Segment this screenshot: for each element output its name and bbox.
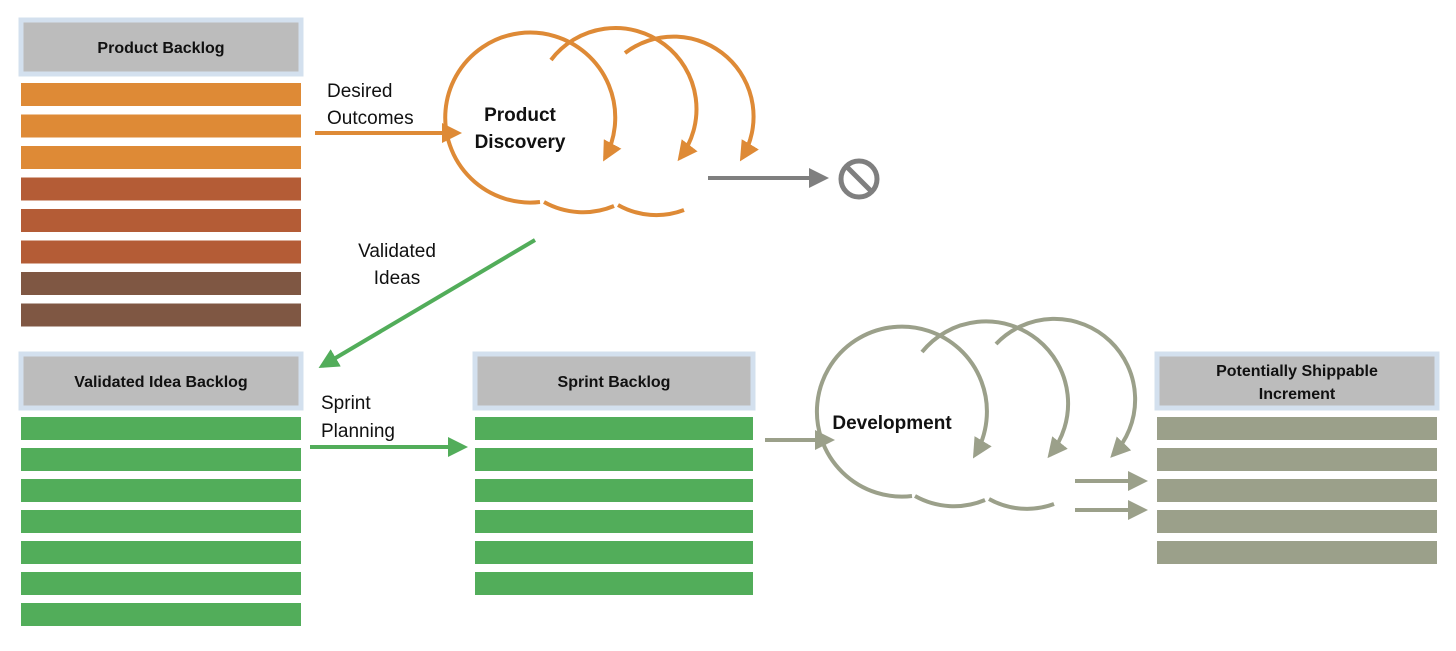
development-loop-circle-3 — [988, 316, 1138, 511]
development-loop — [814, 316, 1138, 511]
validated-backlog-item-7 — [21, 603, 301, 626]
product-discovery-title-line2: Discovery — [475, 132, 566, 153]
sprint-backlog-item-1 — [475, 417, 753, 440]
shippable-increment: Potentially Shippable Increment — [1154, 351, 1440, 564]
validated-backlog-item-3 — [21, 479, 301, 502]
sprint-backlog-title: Sprint Backlog — [558, 374, 671, 391]
validated-idea-backlog-header — [18, 351, 304, 411]
product-backlog-item-8 — [21, 303, 301, 327]
discovery-loop-circle-1 — [443, 30, 622, 205]
development-title: Development — [832, 413, 952, 434]
no-entry-icon — [838, 158, 880, 200]
product-discovery-title-line1: Product — [484, 105, 556, 126]
validated-idea-backlog: Validated Idea Backlog — [18, 351, 304, 626]
product-backlog-item-4 — [21, 177, 301, 201]
validated-backlog-item-2 — [21, 448, 301, 471]
product-discovery-loop — [443, 26, 754, 218]
validated-ideas-label-line2: Ideas — [374, 268, 420, 289]
increment-backlog-item-2 — [1157, 448, 1437, 471]
product-backlog-header — [18, 17, 304, 77]
sprint-backlog-bars — [475, 417, 753, 595]
product-backlog-item-1 — [21, 83, 301, 106]
validated-ideas-label-line1: Validated — [358, 241, 436, 262]
shippable-increment-bars — [1157, 417, 1437, 564]
shippable-increment-title-line2: Increment — [1259, 386, 1336, 403]
increment-backlog-item-1 — [1157, 417, 1437, 440]
sprint-backlog-item-4 — [475, 510, 753, 533]
product-backlog-item-2 — [21, 114, 301, 138]
sprint-backlog-item-2 — [475, 448, 753, 471]
desired-outcomes-label-line1: Desired — [327, 81, 392, 102]
product-backlog-item-5 — [21, 209, 301, 232]
product-backlog-item-3 — [21, 146, 301, 169]
sprint-planning-label-line1: Sprint — [321, 393, 371, 414]
shippable-increment-title-line1: Potentially Shippable — [1216, 363, 1378, 380]
sprint-backlog-item-6 — [475, 572, 753, 595]
validated-backlog-item-4 — [21, 510, 301, 533]
shippable-increment-header — [1154, 351, 1440, 411]
validated-idea-backlog-bars — [21, 417, 301, 626]
sprint-backlog-item-5 — [475, 541, 753, 564]
increment-backlog-item-5 — [1157, 541, 1437, 564]
product-backlog-item-7 — [21, 272, 301, 295]
discovery-loop-circle-2 — [543, 26, 696, 215]
discovery-loop-circle-3 — [617, 34, 754, 218]
product-backlog-bars — [21, 83, 301, 327]
validated-ideas-arrow — [318, 238, 537, 369]
validated-backlog-item-1 — [21, 417, 301, 440]
increment-backlog-item-4 — [1157, 510, 1437, 533]
validated-backlog-item-5 — [21, 541, 301, 564]
desired-outcomes-label-line2: Outcomes — [327, 108, 414, 129]
product-backlog-title: Product Backlog — [97, 40, 224, 57]
increment-backlog-item-3 — [1157, 479, 1437, 502]
sprint-planning-label-line2: Planning — [321, 421, 395, 442]
sprint-backlog-header — [472, 351, 756, 411]
validated-idea-backlog-title: Validated Idea Backlog — [74, 374, 247, 391]
sprint-backlog: Sprint Backlog — [472, 351, 756, 595]
sprint-backlog-item-3 — [475, 479, 753, 502]
product-backlog: Product Backlog — [18, 17, 304, 327]
product-backlog-item-6 — [21, 240, 301, 264]
development-loop-circle-2 — [914, 319, 1071, 509]
validated-backlog-item-6 — [21, 572, 301, 595]
development-loop-circle-1 — [814, 324, 992, 499]
